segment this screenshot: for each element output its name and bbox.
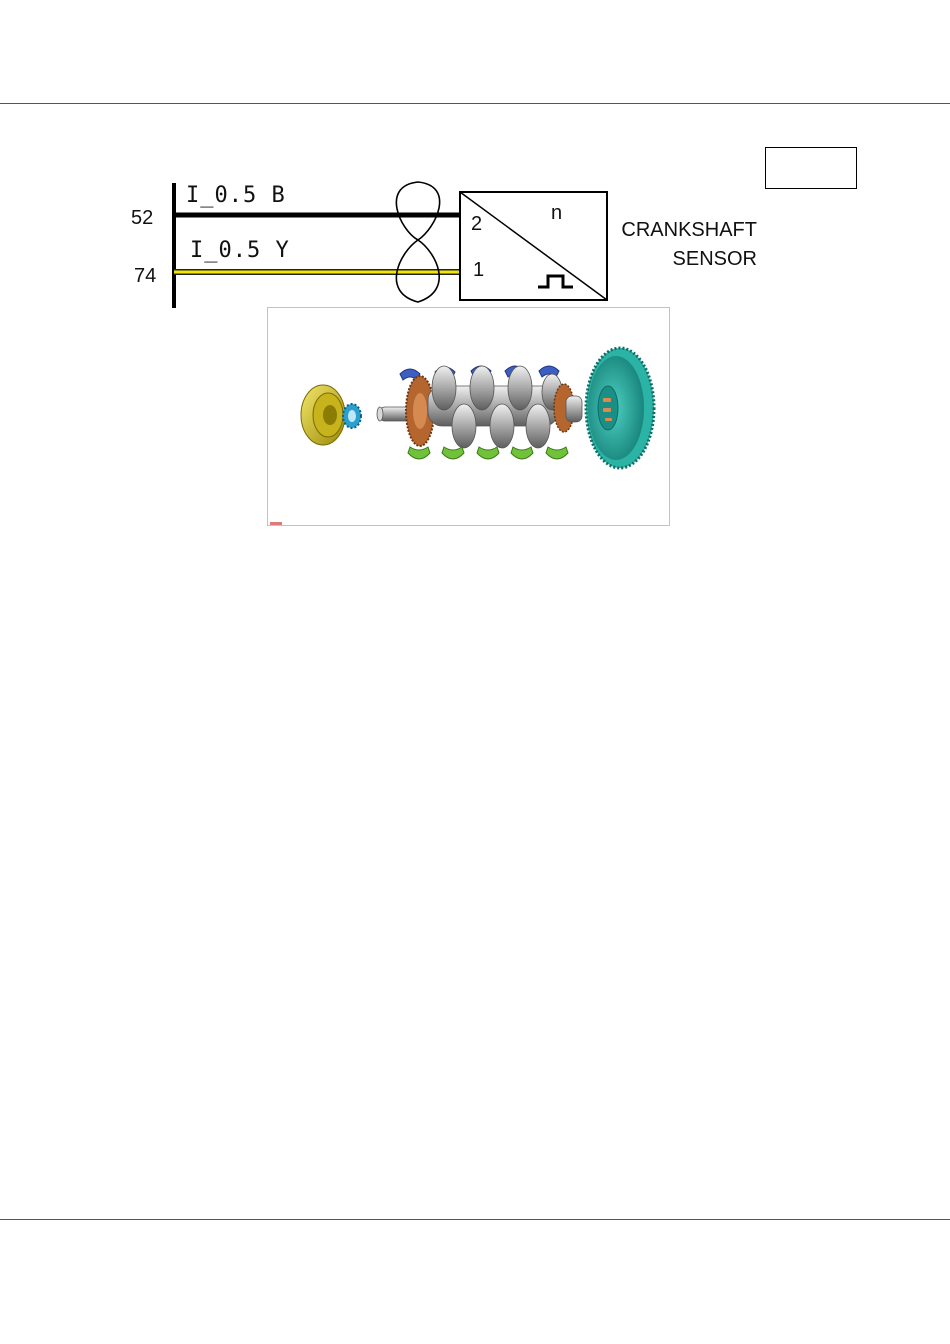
sensor-pin-2: 2 bbox=[471, 213, 482, 235]
lower-bearings bbox=[408, 447, 568, 459]
sensor-name-line1: CRANKSHAFT bbox=[621, 219, 757, 241]
crankshaft-part bbox=[377, 366, 582, 448]
wire-label-black: I_0.5 B bbox=[186, 183, 286, 208]
pin-label-74: 74 bbox=[134, 265, 156, 287]
crankshaft-illustration bbox=[267, 307, 670, 526]
wiring-schematic: 52 74 I_0.5 B I_0.5 Y 2 1 n CRANKSHAFT S… bbox=[0, 0, 950, 320]
bottom-rule bbox=[0, 1219, 950, 1220]
crankshaft-drawing bbox=[268, 308, 671, 527]
flywheel-part bbox=[586, 348, 654, 468]
sensor-pin-1: 1 bbox=[473, 259, 484, 281]
timing-gear-part bbox=[343, 404, 361, 428]
wire-label-yellow: I_0.5 Y bbox=[190, 238, 290, 263]
pin-label-52: 52 bbox=[131, 207, 153, 229]
twisted-pair-icon bbox=[396, 182, 439, 302]
sensor-name-line2: SENSOR bbox=[673, 248, 757, 270]
corner-mark bbox=[270, 522, 282, 525]
pulley-part bbox=[301, 385, 345, 445]
speed-symbol: n bbox=[551, 202, 562, 224]
